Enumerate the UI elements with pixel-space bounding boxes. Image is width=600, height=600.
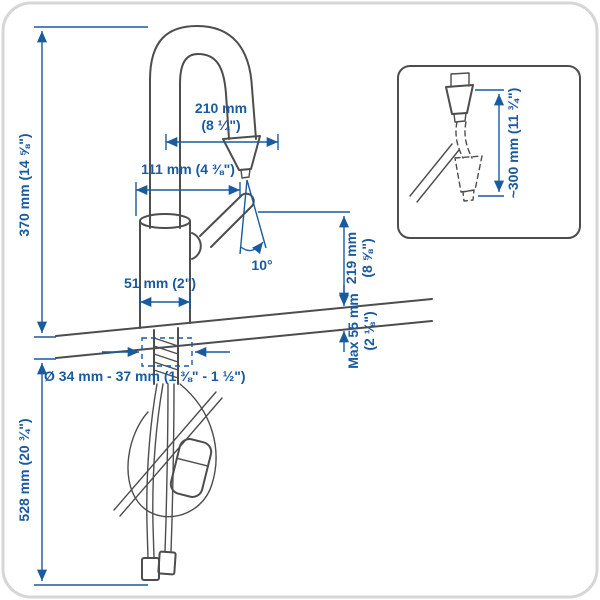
- hose-connector-left: [141, 557, 160, 581]
- hole-dashed-outline: [141, 337, 193, 367]
- dim-label-hole-diameter: Ø 34 mm - 37 mm (1 ⅜" - 1 ½"): [44, 368, 246, 384]
- inset-hose-dashed-b: [464, 121, 473, 159]
- supply-hose-left-a: [146, 383, 158, 559]
- counterweight-seam: [176, 457, 209, 467]
- inset-spray-head-tip: [453, 112, 467, 123]
- dim-label-spout-reach-2: (8 ¼"): [201, 117, 240, 133]
- hose-counterweight: [169, 438, 213, 498]
- counter-top-line: [55, 298, 433, 337]
- dim-spout-reach: 210 mm (8 ¼"): [165, 100, 279, 150]
- dim-label-outlet-height-2: (8 ⅝"): [359, 238, 375, 277]
- dim-hose-extension: ~300 mm (11 ¾"): [475, 88, 521, 199]
- dim-label-outlet-height-1: 219 mm: [343, 232, 359, 284]
- hose-connector-right: [157, 550, 177, 576]
- dim-depth-below: 528 mm (20 ¾"): [16, 358, 148, 586]
- dim-label-depth-below: 528 mm (20 ¾"): [16, 418, 32, 521]
- dim-label-hose-extension: ~300 mm (11 ¾"): [505, 88, 521, 199]
- dim-spout-projection: 111 mm (4 ⅜"): [135, 161, 241, 216]
- inset-spout-stub: [450, 72, 470, 88]
- handle-lever: [199, 192, 255, 248]
- dim-label-spout-reach-1: 210 mm: [195, 100, 247, 116]
- inset-spray-head-dashed: [454, 155, 483, 193]
- spout-inner-curve: [179, 53, 230, 229]
- dimension-annotations: 370 mm (14 ⅝") 528 mm (20 ¾") 210 mm (8 …: [16, 26, 377, 586]
- dim-label-max-deck-1: Max 55 mm: [345, 293, 361, 368]
- dim-label-max-deck-2: (2 ⅛"): [361, 311, 377, 350]
- inset-box: [397, 65, 581, 239]
- dim-spout-angle: 10°: [239, 179, 273, 273]
- spray-head-tip: [240, 168, 251, 179]
- inset-spray-tip-dashed: [462, 189, 475, 202]
- supply-hose-left-b: [152, 383, 164, 559]
- body-top-cap: [139, 213, 191, 229]
- dim-outlet-height: 219 mm (8 ⅝"): [258, 211, 375, 304]
- dim-label-base-diameter: 51 mm (2"): [124, 275, 196, 291]
- spray-hose-diagonal: [113, 391, 223, 517]
- dim-label-spout-angle: 10°: [251, 257, 272, 273]
- spray-hose-loop: [127, 383, 217, 518]
- supply-hose-right-b: [170, 383, 175, 553]
- handle-joint: [191, 232, 202, 260]
- supply-hose-right-a: [164, 383, 169, 553]
- inset-detail: ~300 mm (11 ¾"): [397, 65, 581, 239]
- dim-base-diameter: 51 mm (2"): [124, 275, 196, 310]
- dim-height-above: 370 mm (14 ⅝"): [16, 26, 148, 338]
- spout-outer-curve: [149, 25, 257, 229]
- counterweight-body: [169, 438, 213, 498]
- dim-label-height-above: 370 mm (14 ⅝"): [16, 133, 32, 236]
- dim-label-spout-projection: 111 mm (4 ⅜"): [141, 161, 235, 177]
- inset-spray-head-solid: [445, 84, 474, 115]
- inset-hose-dashed-a: [455, 121, 464, 159]
- inset-hose-tube: [409, 143, 460, 203]
- dim-max-deck-thickness: Max 55 mm (2 ⅛"): [338, 285, 377, 369]
- dim-hole-diameter: Ø 34 mm - 37 mm (1 ⅜" - 1 ½"): [44, 337, 246, 384]
